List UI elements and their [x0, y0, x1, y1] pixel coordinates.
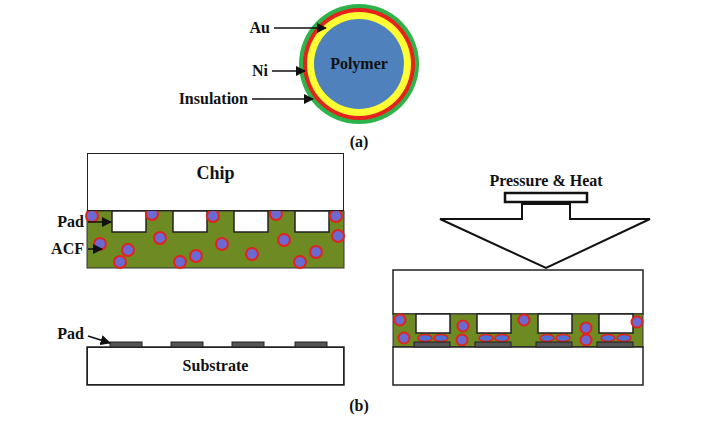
- conductive-particle: [278, 234, 290, 246]
- process-label: Pressure & Heat: [489, 172, 602, 190]
- compressed-particle: [540, 335, 554, 342]
- part-label: ACF: [51, 240, 84, 258]
- compressed-particle: [434, 335, 448, 342]
- conductive-particle: [86, 210, 98, 222]
- conductive-particles: [86, 208, 344, 268]
- compressed-particle: [556, 335, 570, 342]
- conductive-particle: [190, 250, 202, 262]
- substrate-outline: [393, 347, 643, 385]
- part-label: Pad: [57, 325, 84, 343]
- leader-arrow: [252, 98, 313, 100]
- conductive-particle: [395, 315, 406, 326]
- conductive-particle: [457, 335, 468, 346]
- press-head: [505, 193, 587, 202]
- layer-label: Au: [250, 19, 270, 37]
- substrate-outline: [87, 347, 344, 385]
- chip-pads: [112, 211, 329, 232]
- compressed-particle: [479, 335, 493, 342]
- node-label: Substrate: [183, 357, 249, 375]
- conductive-particle: [458, 321, 469, 332]
- conductive-particle: [519, 315, 530, 326]
- leader-arrow: [272, 70, 305, 72]
- conductive-particle: [330, 210, 342, 222]
- ni-layer: [303, 8, 415, 120]
- conductive-particle: [216, 238, 228, 250]
- leader-arrow: [88, 336, 110, 343]
- compressed-particle: [617, 335, 631, 342]
- conductive-particle: [174, 256, 186, 268]
- acf-film: [87, 211, 344, 268]
- leader-arrow: [274, 27, 326, 29]
- panel-label: (a): [350, 133, 369, 151]
- conductive-particle: [122, 244, 134, 256]
- part-label: Pad: [57, 213, 84, 231]
- layer-label: Ni: [252, 62, 268, 80]
- panel-label: (b): [349, 397, 369, 415]
- conductive-particles: [395, 315, 643, 346]
- leader-arrow: [88, 248, 102, 250]
- conductive-particle: [399, 333, 410, 344]
- conductive-particle: [581, 335, 592, 346]
- conductive-particle: [332, 230, 344, 242]
- conductive-particle: [310, 246, 322, 258]
- compressed-particle: [601, 335, 615, 342]
- chip-pads: [416, 314, 633, 333]
- chip-outline: [393, 270, 643, 314]
- conductive-particle: [94, 238, 106, 250]
- substrate-box: Substrate: [87, 347, 344, 385]
- insulation-layer: [299, 4, 419, 124]
- press-arrow: [440, 204, 650, 268]
- conductive-particle: [632, 317, 643, 328]
- polymer-core-fill: [314, 19, 404, 109]
- conductive-particle: [246, 248, 258, 260]
- conductive-particle: [581, 323, 592, 334]
- layer-label: Insulation: [179, 90, 248, 108]
- conductive-particle: [114, 256, 126, 268]
- node-label: Chip: [196, 164, 234, 184]
- node-label: Polymer: [330, 55, 388, 73]
- substrate-pads: [414, 342, 633, 347]
- acf-film: [393, 314, 643, 347]
- compressed-particle: [495, 335, 509, 342]
- compressed-particle: [418, 335, 432, 342]
- chip-box: Chip: [87, 153, 344, 211]
- conductive-particle: [207, 210, 219, 222]
- polymer-core: Polymer: [312, 19, 406, 109]
- leader-arrow: [88, 221, 111, 223]
- conductive-particle: [154, 232, 166, 244]
- conductive-particle: [294, 256, 306, 268]
